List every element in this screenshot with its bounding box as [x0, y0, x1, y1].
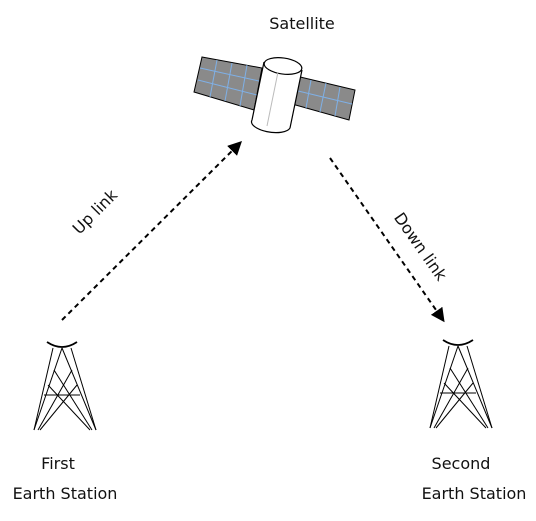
first-station-label-line2: Earth Station [12, 484, 118, 503]
right-solar-panel [291, 75, 356, 121]
first-earth-station-tower-icon [33, 341, 97, 431]
satellite-label: Satellite [269, 14, 335, 33]
second-earth-station-tower-icon [429, 339, 493, 429]
downlink-arrow [329, 157, 445, 323]
uplink-arrow [61, 141, 242, 321]
left-solar-panel [193, 56, 263, 111]
satellite-icon [193, 56, 356, 134]
second-station-label-line2: Earth Station [421, 484, 527, 503]
satellite-body [250, 57, 303, 134]
second-station-label-line1: Second [431, 454, 491, 473]
first-station-label-line1: First [41, 454, 75, 473]
